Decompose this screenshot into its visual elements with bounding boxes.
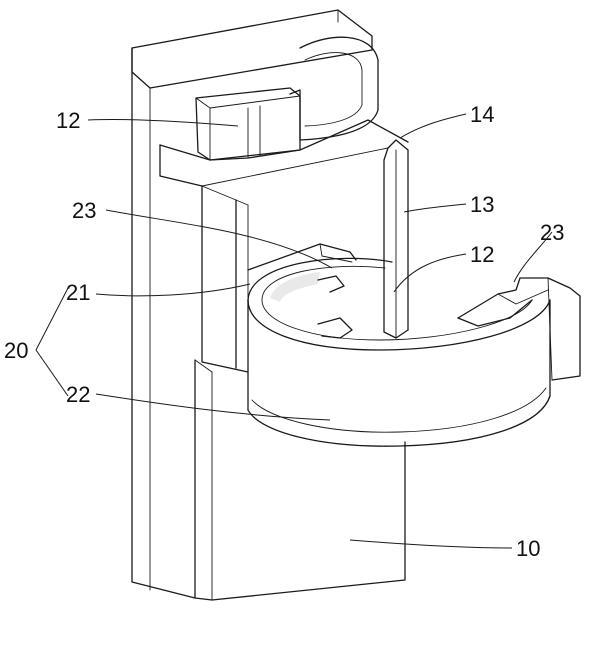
top-hook [289, 36, 379, 141]
leader-20-up [35, 287, 69, 351]
leader-21 [95, 283, 251, 297]
top-block-12 [195, 87, 301, 161]
leader-12-top [87, 118, 239, 127]
leader-23-right [513, 231, 553, 283]
leader-12-mid [393, 253, 467, 293]
lower-body-10 [194, 359, 406, 601]
leader-10 [349, 539, 513, 549]
ring-holder [247, 257, 551, 447]
reference-labels: 12 14 13 23 12 23 21 20 22 10 [4, 102, 564, 561]
label-23-left: 23 [72, 198, 96, 223]
leader-lines [35, 113, 553, 549]
label-13: 13 [470, 192, 494, 217]
leader-22 [95, 393, 331, 421]
leader-23-left [105, 209, 333, 269]
label-12-mid: 12 [470, 242, 494, 267]
upper-shelf [159, 119, 409, 187]
label-21: 21 [66, 280, 90, 305]
back-plate [131, 9, 373, 599]
left-clip-23 [247, 243, 357, 339]
label-22: 22 [66, 382, 90, 407]
leader-13 [403, 203, 467, 213]
left-rail [201, 185, 249, 373]
rail-13 [383, 139, 409, 339]
label-10: 10 [516, 536, 540, 561]
leader-14 [399, 113, 467, 139]
leader-20-down [35, 349, 69, 397]
label-20: 20 [4, 338, 28, 363]
label-12-top: 12 [56, 108, 80, 133]
right-clip-23 [457, 277, 581, 381]
label-23-right: 23 [540, 220, 564, 245]
label-14: 14 [470, 102, 494, 127]
